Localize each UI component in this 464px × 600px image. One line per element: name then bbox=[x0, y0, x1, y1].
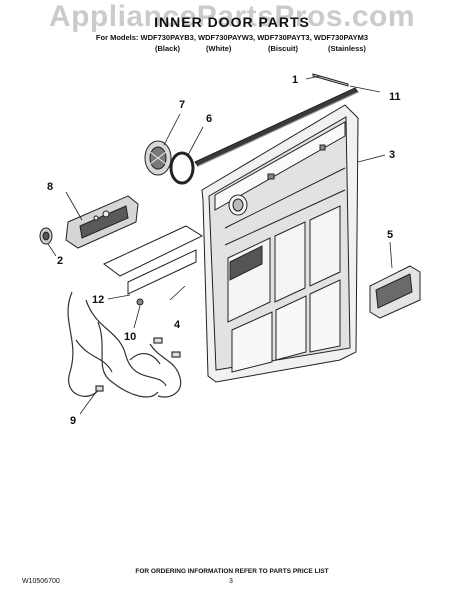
callout-10: 10 bbox=[124, 331, 136, 343]
part-1-top-trim bbox=[312, 73, 349, 87]
color-biscuit: (Biscuit) bbox=[268, 44, 298, 53]
part-5-vent bbox=[369, 265, 421, 319]
callout-2: 2 bbox=[57, 255, 63, 267]
callout-8: 8 bbox=[47, 181, 53, 193]
page-number: 3 bbox=[229, 578, 233, 585]
color-black: (Black) bbox=[155, 44, 181, 53]
callout-5: 5 bbox=[387, 229, 393, 241]
part-4-shield-plate bbox=[127, 249, 197, 295]
part-8-dispenser bbox=[65, 195, 139, 249]
part-12-control-board bbox=[103, 225, 204, 277]
callout-11: 11 bbox=[389, 91, 401, 103]
callout-9: 9 bbox=[70, 415, 76, 427]
callout-4: 4 bbox=[174, 319, 181, 331]
part-6-gasket-ring bbox=[169, 151, 195, 185]
part-10-screw bbox=[136, 298, 144, 306]
part-7-rinse-cap bbox=[144, 140, 172, 176]
document-number: W10506700 bbox=[22, 578, 60, 585]
model-list: For Models: WDF730PAYB3, WDF730PAYW3, WD… bbox=[95, 33, 369, 42]
page-title: INNER DOOR PARTS bbox=[154, 14, 310, 30]
color-list: (Black) (White) (Biscuit) (Stainless) bbox=[0, 44, 464, 54]
part-9-wire-harness bbox=[67, 291, 182, 398]
callout-7: 7 bbox=[179, 99, 185, 111]
part-3-inner-door bbox=[201, 104, 359, 383]
callout-3: 3 bbox=[389, 149, 395, 161]
color-white: (White) bbox=[206, 44, 232, 53]
part-11-door-strip bbox=[194, 87, 359, 167]
ordering-note: FOR ORDERING INFORMATION REFER TO PARTS … bbox=[135, 568, 329, 575]
part-2-knob bbox=[39, 227, 53, 245]
callout-12: 12 bbox=[92, 294, 104, 306]
callout-6: 6 bbox=[206, 113, 212, 125]
color-stainless: (Stainless) bbox=[328, 44, 366, 53]
callout-1: 1 bbox=[292, 74, 298, 86]
